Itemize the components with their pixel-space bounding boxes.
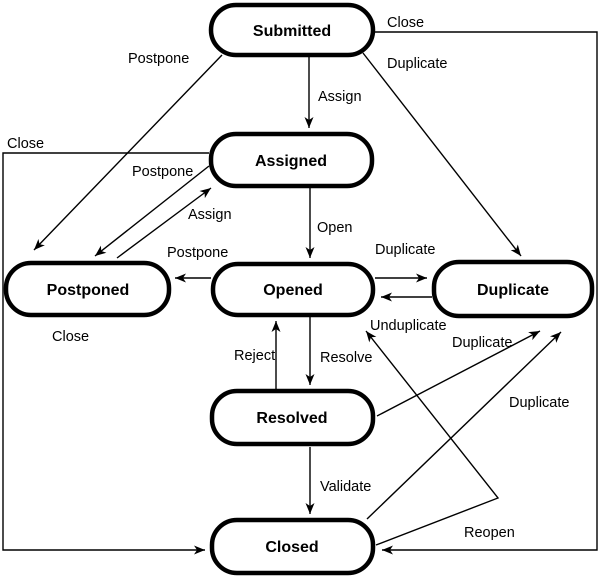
edge-label-reopen: Reopen xyxy=(464,525,515,541)
edges xyxy=(2,31,598,555)
edge-label-unduplicate: Unduplicate xyxy=(370,318,447,334)
edge-label-postpone-3: Postpone xyxy=(167,245,228,261)
edge-label-assign: Assign xyxy=(318,89,362,105)
state-label-resolved: Resolved xyxy=(256,410,327,427)
state-label-opened: Opened xyxy=(263,282,323,299)
state-node-assigned: Assigned xyxy=(208,131,375,189)
state-label-duplicate: Duplicate xyxy=(477,282,549,299)
state-node-submitted: Submitted xyxy=(208,2,376,58)
state-node-closed: Closed xyxy=(209,517,376,576)
edge-label-assign-2: Assign xyxy=(188,207,232,223)
state-node-resolved: Resolved xyxy=(209,388,376,447)
edge-postponed-assigned xyxy=(116,187,212,259)
state-box-opened xyxy=(210,261,376,318)
edge-label-validate: Validate xyxy=(320,479,371,495)
state-label-submitted: Submitted xyxy=(253,23,331,40)
edge-label-close-2: Close xyxy=(7,136,44,152)
state-node-duplicate: Duplicate xyxy=(431,259,595,319)
edge-closed-duplicate xyxy=(366,331,562,520)
state-box-resolved xyxy=(209,388,376,447)
state-box-duplicate xyxy=(431,259,595,319)
edge-assigned-closed xyxy=(2,152,209,555)
edge-label-duplicate: Duplicate xyxy=(387,56,447,72)
edge-label-duplicate-4: Duplicate xyxy=(509,395,569,411)
state-box-closed xyxy=(209,517,376,576)
edge-submitted-closed xyxy=(375,31,598,555)
edge-label-duplicate-3: Duplicate xyxy=(452,335,512,351)
edge-labels: Assign Postpone Duplicate Close Open Pos… xyxy=(7,15,569,541)
edge-label-close-3: Close xyxy=(52,329,89,345)
edge-label-close: Close xyxy=(387,15,424,31)
edge-resolved-duplicate xyxy=(376,330,541,417)
state-node-opened: Opened xyxy=(210,261,376,318)
edge-label-resolve: Resolve xyxy=(320,350,372,366)
edge-label-postpone-2: Postpone xyxy=(132,164,193,180)
state-label-assigned: Assigned xyxy=(255,153,327,170)
edge-closed-opened xyxy=(365,330,500,546)
state-box-assigned xyxy=(208,131,375,189)
edge-label-duplicate-2: Duplicate xyxy=(375,242,435,258)
state-box-submitted xyxy=(208,2,376,58)
state-box-postponed xyxy=(3,260,172,318)
edge-label-open: Open xyxy=(317,220,352,236)
state-label-closed: Closed xyxy=(265,539,318,556)
state-node-postponed: Postponed xyxy=(3,260,172,318)
edge-assigned-postponed xyxy=(94,165,210,257)
nodes: Submitted Assigned Postponed Opened Dupl… xyxy=(3,2,595,576)
edge-label-postpone: Postpone xyxy=(128,51,189,67)
state-label-postponed: Postponed xyxy=(47,282,130,299)
edge-submitted-duplicate xyxy=(362,52,522,257)
edge-label-reject: Reject xyxy=(234,348,275,364)
